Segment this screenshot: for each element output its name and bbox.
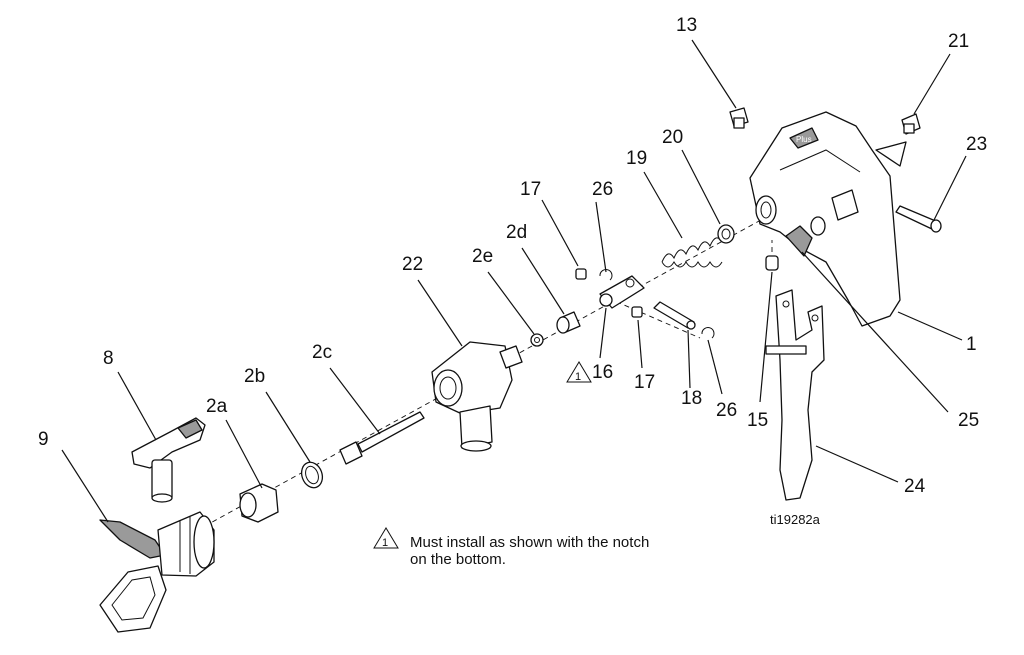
leader-15 [759, 271, 773, 403]
leader-23 [933, 155, 967, 221]
leader-25 [801, 251, 949, 413]
nut-part-2a [239, 483, 279, 523]
warning-triangle-number: 1 [575, 371, 581, 383]
note-line-1: Must install as shown with the notch [410, 534, 649, 551]
clip-part-26-lower [701, 327, 715, 339]
callout-26-lower: 26 [716, 400, 737, 421]
note-line-2: on the bottom. [410, 551, 506, 568]
nut-part-17-lower [631, 306, 643, 318]
knob-part-25 [785, 216, 826, 257]
leader-2e [487, 271, 535, 335]
leader-21 [913, 53, 951, 115]
callout-2d: 2d [506, 222, 527, 243]
leader-18 [687, 329, 691, 389]
callout-20: 20 [662, 127, 683, 148]
note-warning-number: 1 [382, 537, 388, 549]
diffuser-housing-part-22 [431, 341, 523, 452]
leader-20 [681, 149, 721, 225]
callout-16: 16 [592, 362, 613, 383]
callout-18: 18 [681, 388, 702, 409]
callout-9: 9 [38, 429, 49, 450]
leader-2c [329, 367, 381, 435]
leader-22 [417, 279, 463, 347]
leader-26b [707, 339, 723, 395]
leader-17a [541, 199, 579, 267]
needle-part-2c [339, 411, 425, 465]
screw-part-13 [729, 107, 749, 129]
figure-id: ti19282a [770, 512, 821, 527]
installation-note: 1 Must install as shown with the notch o… [373, 527, 649, 568]
leader-13 [691, 39, 737, 109]
callout-17-upper: 17 [520, 179, 541, 200]
callout-2c: 2c [312, 342, 332, 363]
seal-part-20 [717, 224, 735, 244]
pin-part-18 [653, 301, 696, 330]
trigger-logo: Plus [796, 135, 812, 144]
callout-24: 24 [904, 476, 926, 497]
leader-1 [897, 311, 963, 341]
callout-25: 25 [958, 410, 979, 431]
leader-2d [521, 247, 565, 315]
callout-19: 19 [626, 148, 647, 169]
leader-17b [637, 319, 643, 369]
spray-tip-part-8 [131, 417, 206, 503]
warning-triangle-icon: 1 [566, 361, 592, 383]
leader-16 [599, 307, 607, 359]
o-ring-part-2b [300, 461, 324, 489]
callout-17-lower: 17 [634, 372, 655, 393]
gun-body-part-1: Plus [749, 111, 907, 327]
trigger-part-24 [765, 289, 825, 501]
callout-2a: 2a [206, 396, 228, 417]
leader-8 [117, 371, 157, 441]
spring-part-19 [661, 237, 723, 268]
leader-9 [61, 449, 109, 523]
leader-24 [815, 445, 899, 483]
pin-part-23 [895, 205, 942, 233]
seat-part-2e [530, 333, 544, 347]
callout-21: 21 [948, 31, 969, 52]
tip-guard-part-9 [99, 511, 215, 633]
leader-2b [265, 391, 311, 463]
screw-part-21 [901, 113, 921, 135]
leader-19 [643, 171, 683, 239]
nut-part-17-upper [575, 268, 587, 280]
callout-1: 1 [966, 334, 977, 355]
callout-8: 8 [103, 348, 114, 369]
part-15 [765, 255, 779, 271]
callout-23: 23 [966, 134, 987, 155]
leader-2a [225, 419, 263, 489]
clip-part-26-upper [599, 269, 613, 281]
callout-13: 13 [676, 15, 697, 36]
packing-part-2d [556, 311, 581, 334]
callout-15: 15 [747, 410, 768, 431]
note-warning-triangle-icon [373, 527, 399, 549]
axis-16-18 [607, 297, 701, 339]
leader-26a [595, 201, 607, 273]
callout-26-upper: 26 [592, 179, 613, 200]
trigger-block-part-16 [599, 275, 645, 309]
callout-2e: 2e [472, 246, 493, 267]
callout-22: 22 [402, 254, 423, 275]
callout-2b: 2b [244, 366, 265, 387]
